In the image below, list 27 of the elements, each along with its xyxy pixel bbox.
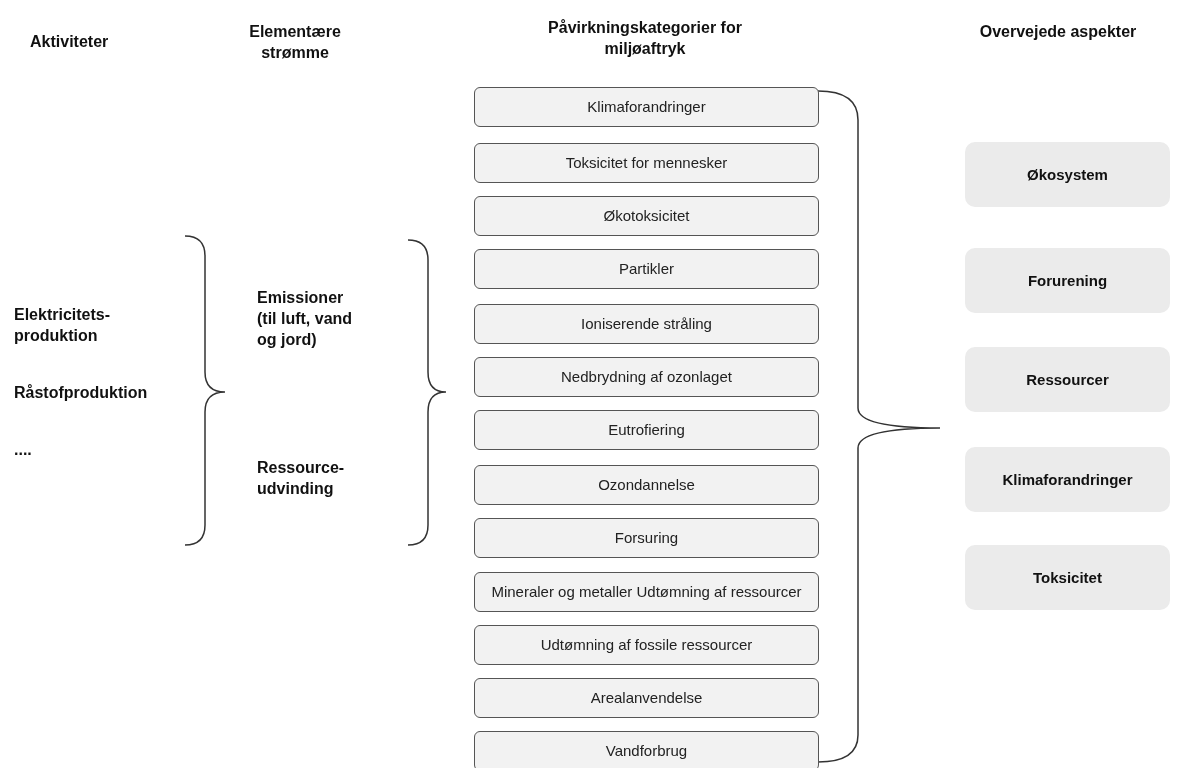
- category-box: Toksicitet for mennesker: [474, 143, 819, 183]
- activity-label: Elektricitets- produktion: [14, 305, 112, 346]
- column-heading: Elementære strømme: [248, 22, 342, 63]
- aspect-box: Klimaforandringer: [965, 447, 1170, 512]
- column-heading: Påvirkningskategorier for miljøaftryk: [547, 18, 743, 59]
- category-box: Udtømning af fossile ressourcer: [474, 625, 819, 665]
- flow-label: Ressource- udvinding: [257, 458, 346, 499]
- ellipsis-label: ....: [14, 440, 33, 460]
- column-heading: Overvejede aspekter: [978, 22, 1138, 42]
- aspect-box: Toksicitet: [965, 545, 1170, 610]
- aspect-box: Forurening: [965, 248, 1170, 313]
- flow-label: Emissioner (til luft, vand og jord): [257, 288, 354, 350]
- category-box: Klimaforandringer: [474, 87, 819, 127]
- category-box: Eutrofiering: [474, 410, 819, 450]
- category-box: Forsuring: [474, 518, 819, 558]
- aspect-box: Ressourcer: [965, 347, 1170, 412]
- category-box: Ioniserende stråling: [474, 304, 819, 344]
- category-box: Arealanvendelse: [474, 678, 819, 718]
- category-box: Økotoksicitet: [474, 196, 819, 236]
- category-box: Mineraler og metaller Udtømning af ressourcer: [474, 572, 819, 612]
- column-heading: Aktiviteter: [30, 32, 110, 52]
- category-box: Ozondannelse: [474, 465, 819, 505]
- activity-label: Råstofproduktion: [14, 383, 149, 403]
- category-box: Vandforbrug: [474, 731, 819, 768]
- category-box: Partikler: [474, 249, 819, 289]
- category-box: Nedbrydning af ozonlaget: [474, 357, 819, 397]
- aspect-box: Økosystem: [965, 142, 1170, 207]
